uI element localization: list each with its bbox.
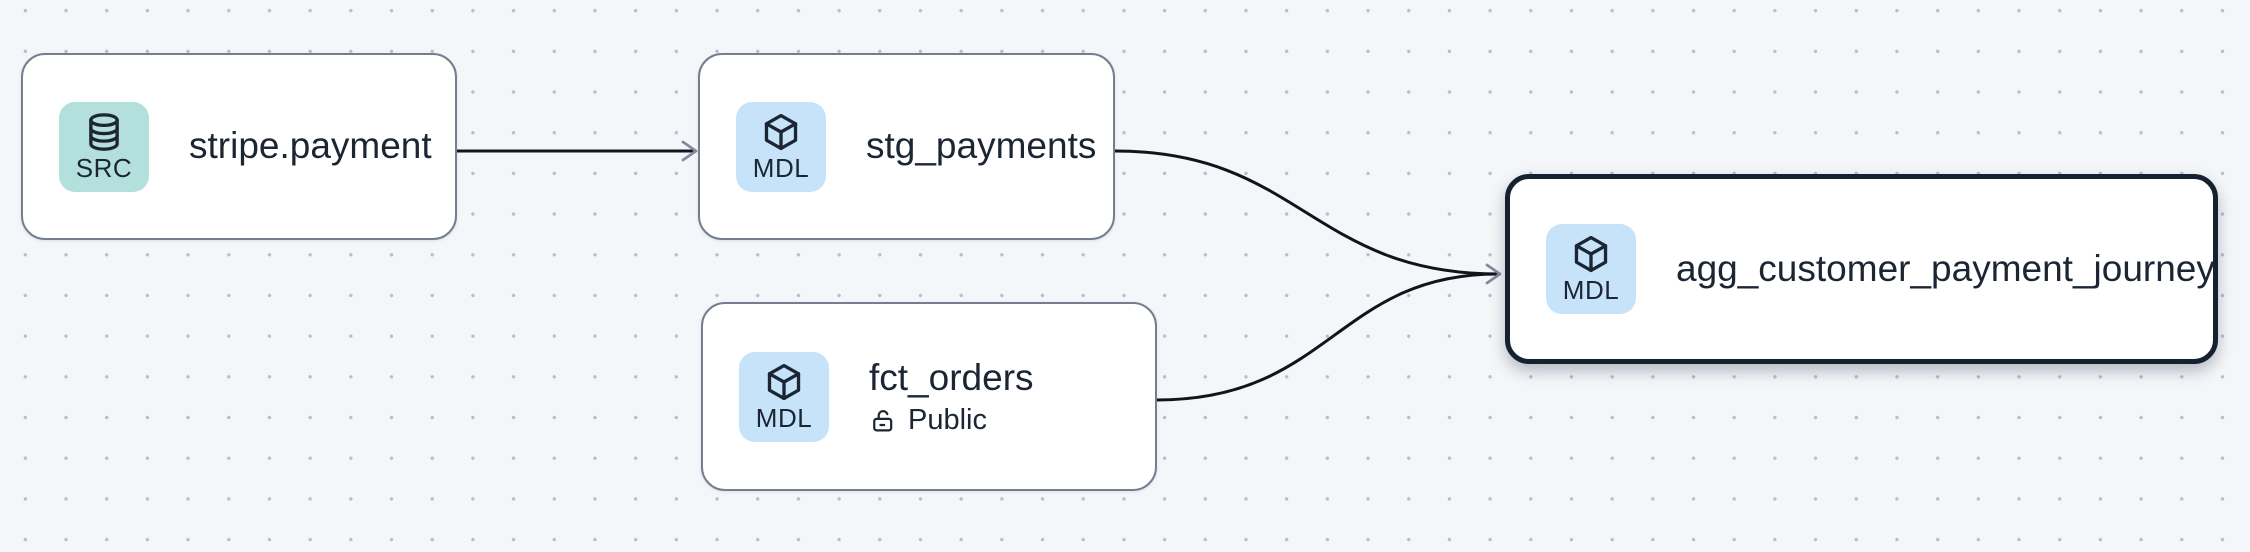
database-icon [89, 112, 119, 151]
node-label: stg_payments [866, 125, 1097, 167]
model-type-badge: MDL [1546, 224, 1636, 314]
node-label: fct_orders [869, 356, 1034, 398]
cube-icon [764, 113, 798, 150]
badge-label: MDL [752, 152, 810, 183]
access-row: Public [869, 404, 1034, 437]
cube-icon [1574, 236, 1608, 273]
node-agg-customer-payment-journey[interactable]: MDL agg_customer_payment_journey [1505, 174, 2218, 364]
model-type-badge: MDL [736, 101, 826, 192]
access-label: Public [908, 404, 987, 437]
node-stripe-payment[interactable]: SRC stripe.payment [21, 53, 457, 240]
node-label: stripe.payment [189, 125, 432, 167]
edge-fct-orders-to-agg-customer-payment-journey[interactable] [1156, 272, 1499, 402]
model-type-badge: MDL [739, 351, 829, 442]
badge-label: MDL [755, 402, 813, 433]
node-fct-orders[interactable]: MDL fct_orders Public [701, 302, 1157, 491]
arrowhead-icon [681, 140, 698, 162]
unlock-icon [873, 410, 893, 432]
badge-label: MDL [1562, 275, 1620, 306]
node-label: agg_customer_payment_journey [1676, 247, 2215, 289]
arrowhead-icon [1485, 263, 1502, 285]
node-stg-payments[interactable]: MDL stg_payments [698, 53, 1115, 240]
edge-stg-payments-to-agg-customer-payment-journey[interactable] [1114, 149, 1499, 276]
cube-icon [767, 363, 801, 400]
source-type-badge: SRC [59, 101, 149, 192]
badge-label: SRC [75, 152, 133, 183]
